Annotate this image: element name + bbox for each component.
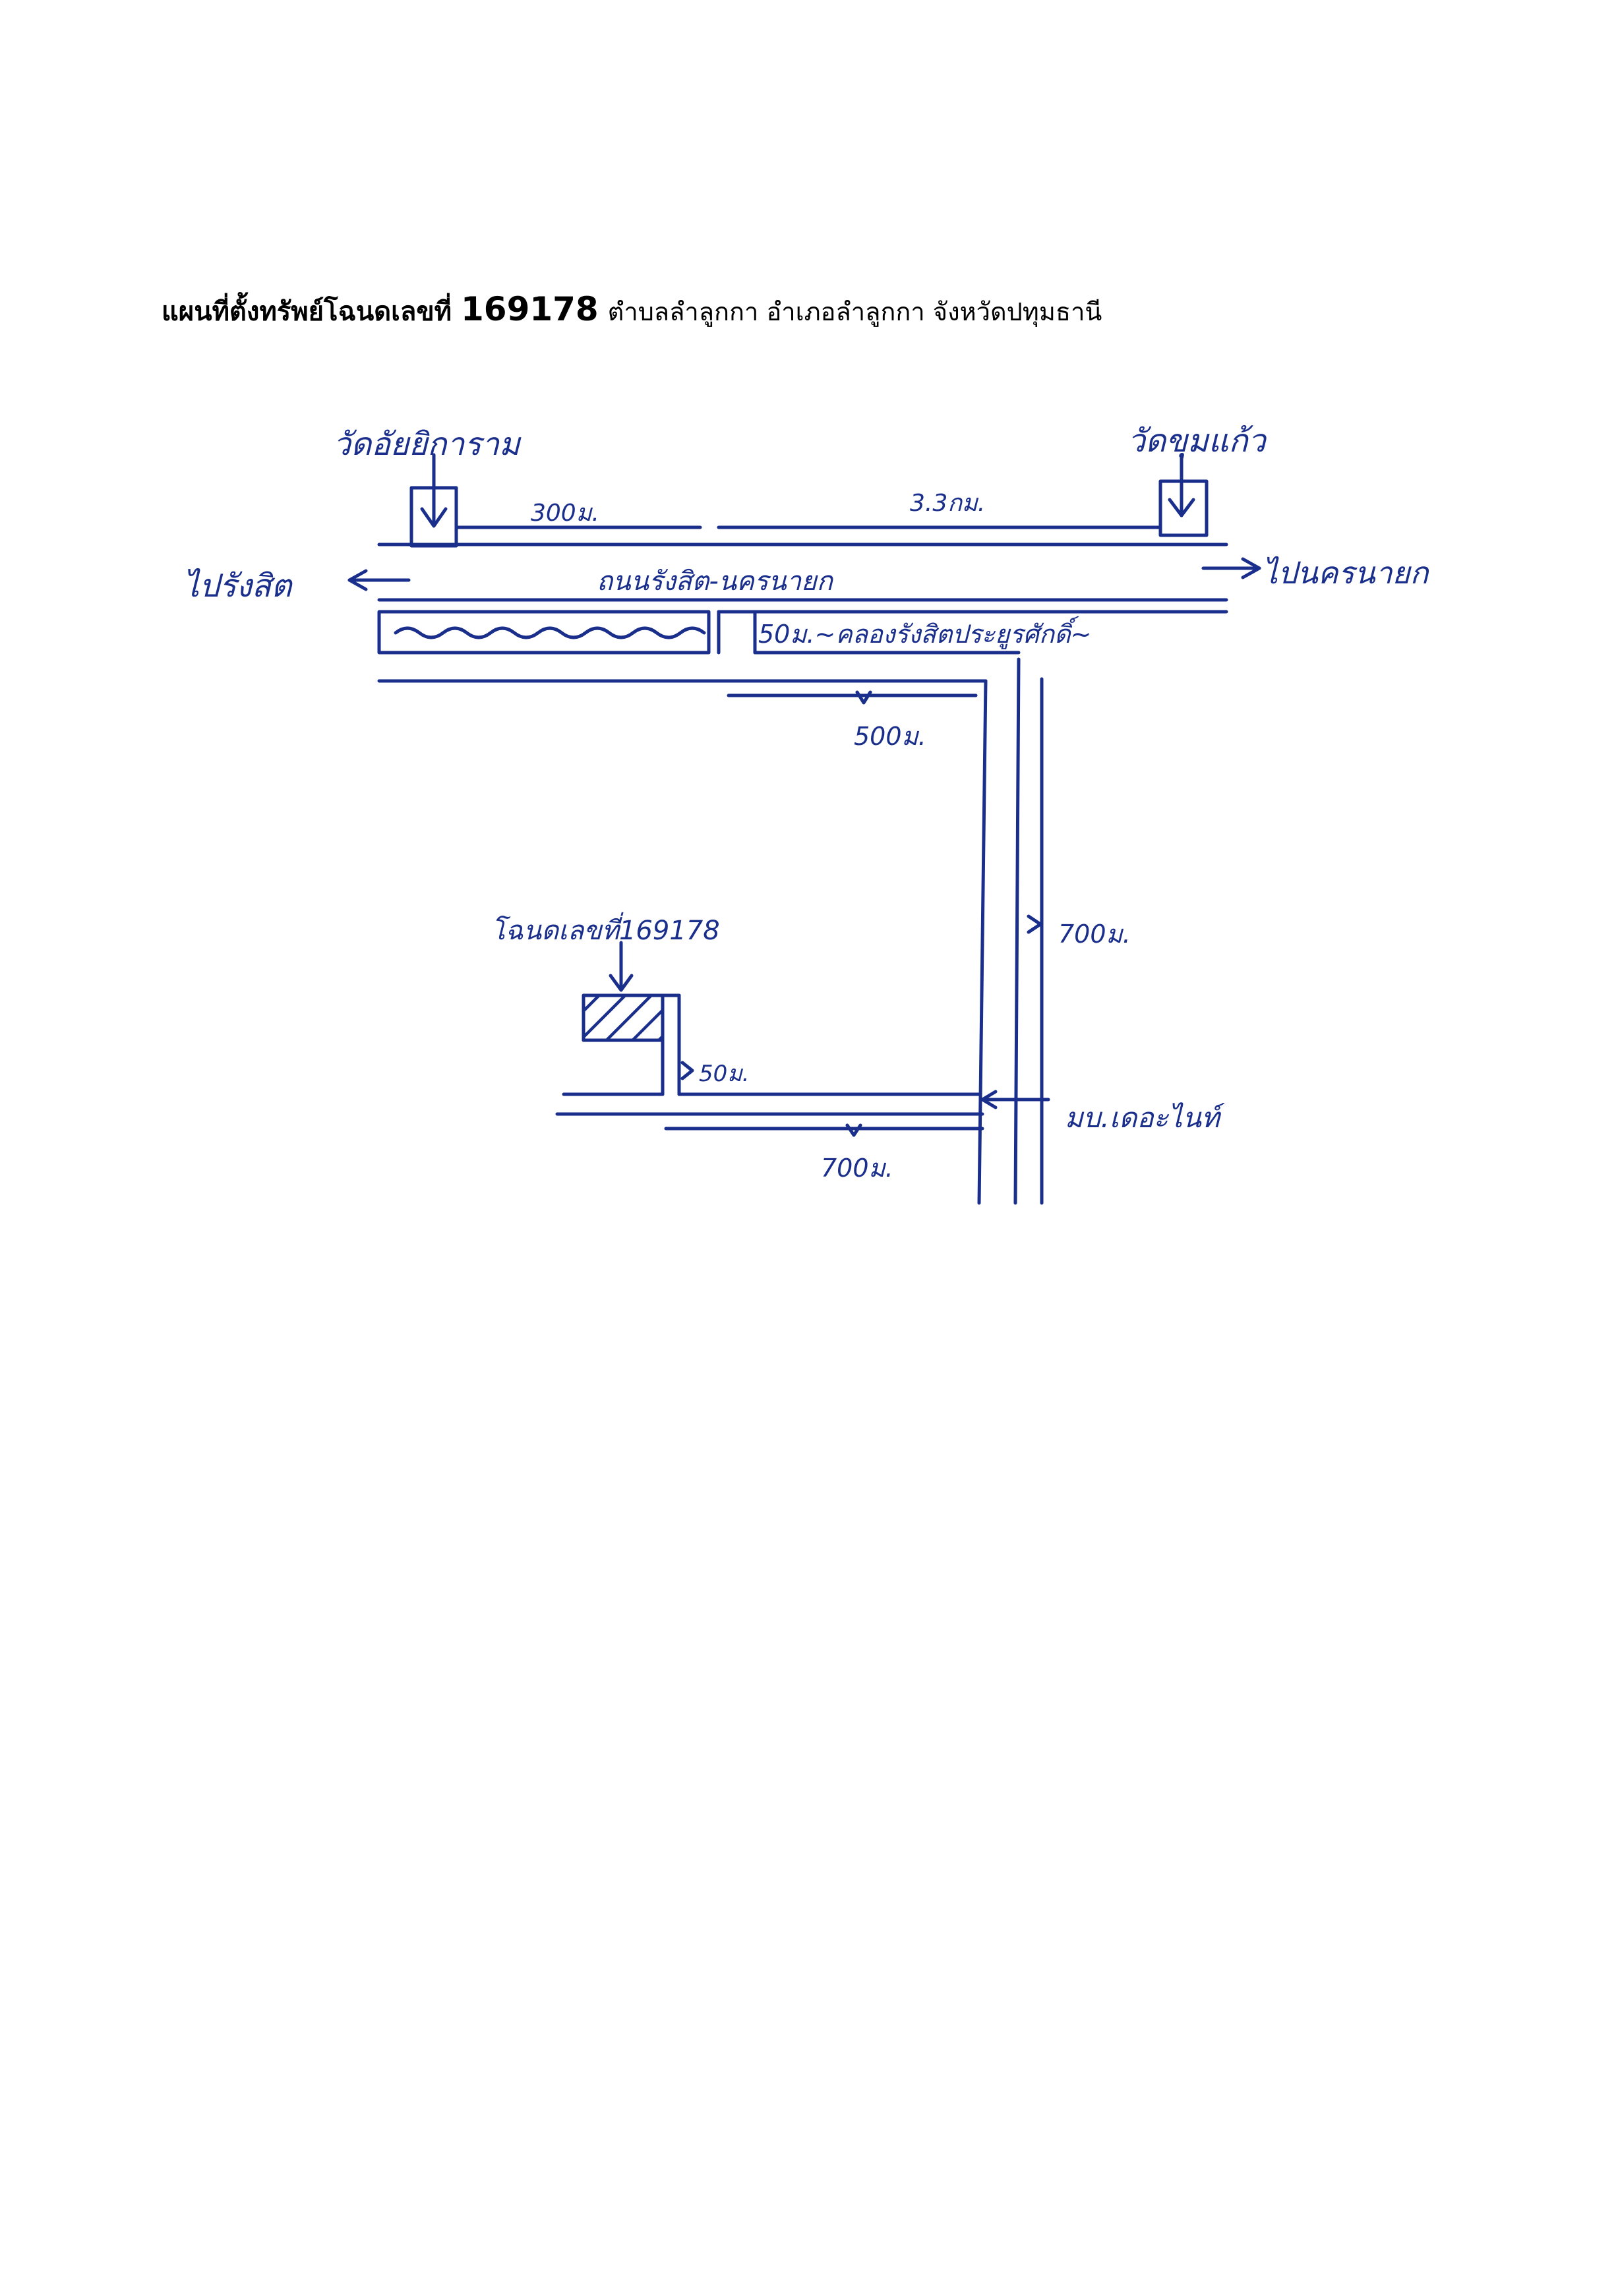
deed-label: โฉนดเลขที่169178	[491, 912, 720, 946]
title-prefix: แผนที่ตั้งทรัพย์โฉนดเลขที่	[162, 297, 452, 327]
temple-right-marker-icon	[1158, 453, 1209, 537]
dist-33km-label: 3.3กม.	[910, 490, 985, 517]
title-location: ตำบลลำลูกกา อำเภอลำลูกกา จังหวัดปทุมธานี	[607, 297, 1102, 326]
dist-50-label: 50ม.	[699, 1061, 749, 1087]
deed-label-arrow-head	[609, 974, 634, 992]
dist-50-tick	[680, 1061, 694, 1080]
to-left-label: ไปรังสิต	[183, 568, 293, 604]
to-right-label: ไปนครนายก	[1263, 555, 1429, 591]
soi-mid-edge	[1013, 657, 1021, 1205]
dist-700-bottom-tick	[845, 1123, 862, 1137]
village-arrow-icon	[980, 1090, 1050, 1109]
canal-label: 50ม.~คลองรังสิตประยูรศักดิ์~	[758, 616, 1092, 649]
main-road-label: ถนนรังสิต-นครนายก	[597, 566, 834, 597]
page-title: แผนที่ตั้งทรัพย์โฉนดเลขที่ 169178 ตำบลลำ…	[162, 290, 1102, 332]
temple-left-label: วัดอัยยิการาม	[333, 426, 522, 463]
deed-plot-hatched-icon	[582, 993, 665, 1042]
dist-500-label: 500ม.	[854, 722, 926, 751]
soi-left-edge	[977, 679, 988, 1205]
dist-700-bottom-label: 700ม.	[821, 1154, 893, 1183]
dist-300-label: 300ม.	[531, 500, 599, 527]
arrow-left-icon	[347, 569, 411, 591]
dist-700-vertical-tick	[1027, 914, 1042, 934]
arrow-right-icon	[1201, 557, 1261, 579]
temple-left-marker-icon	[409, 453, 458, 548]
village-label: มบ.เดอะไนท์	[1065, 1102, 1225, 1134]
dist-700-vertical-label: 700ม.	[1058, 920, 1131, 949]
canal-wave-icon	[394, 626, 706, 639]
canal-left-section	[377, 610, 711, 655]
dist-500-tick	[855, 690, 872, 705]
title-deed-number: 169178	[460, 290, 599, 328]
temple-right-label: วัดขุมแก้ว	[1127, 423, 1268, 460]
